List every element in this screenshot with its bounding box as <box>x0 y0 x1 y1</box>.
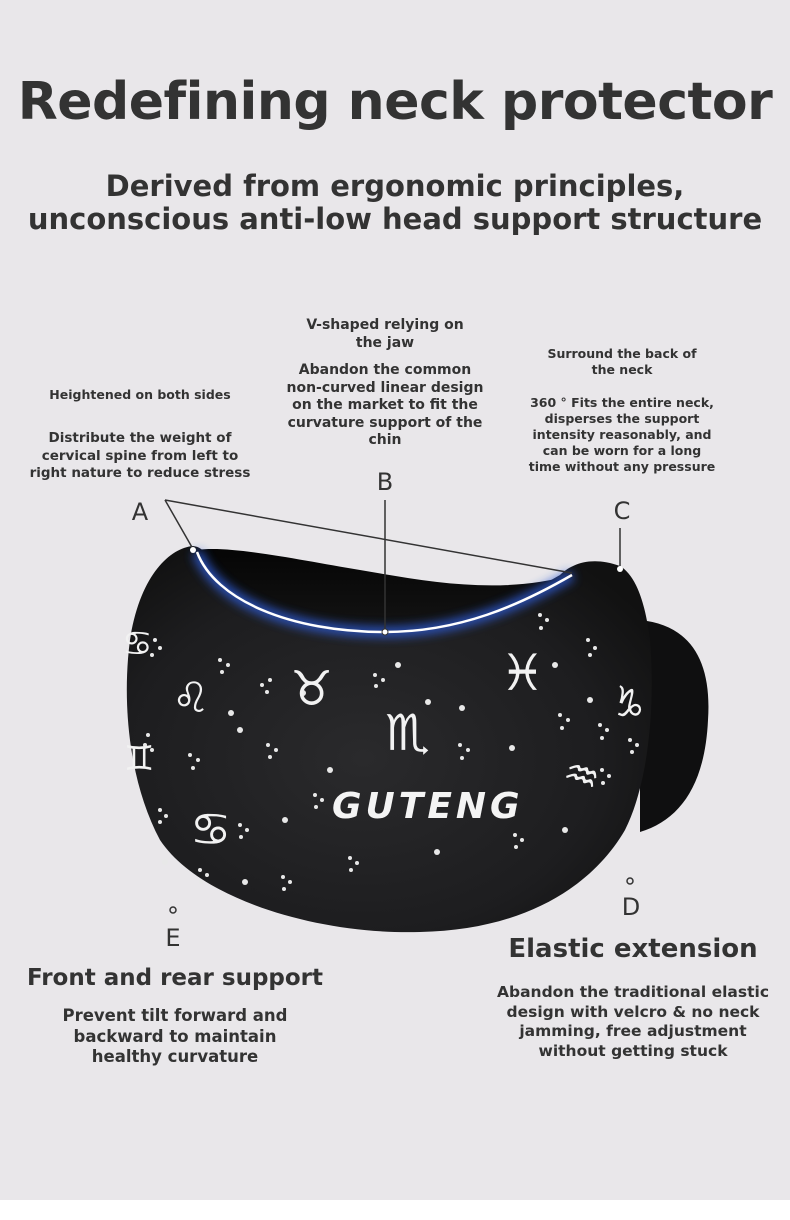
callout-e-letter: E <box>165 924 181 952</box>
rhinestone-dots <box>143 613 639 891</box>
callout-a: Heightened on both sides Distribute the … <box>20 386 260 483</box>
subtitle-line-1: Derived from ergonomic principles, <box>105 169 685 203</box>
callout-c-body: 360 ° Fits the entire neck, disperses th… <box>528 395 716 474</box>
brand-logo: GUTENG <box>332 786 524 827</box>
elastic-strap <box>640 620 709 832</box>
callout-d-body: Abandon the traditional elastic design w… <box>496 983 770 1060</box>
zodiac-cancer-icon: ♋ <box>190 802 231 856</box>
callout-a-body: Distribute the weight of cervical spine … <box>29 430 251 481</box>
callout-c: Surround the back of the neck 360 ° Fits… <box>522 346 722 475</box>
zodiac-scorpio-icon: ♏ <box>385 704 430 762</box>
zodiac-cancer-edge-icon: ♋ <box>122 624 152 664</box>
callout-d-letter: D <box>621 893 641 921</box>
page-subtitle: Derived from ergonomic principles, uncon… <box>0 170 790 236</box>
callout-c-heading: Surround the back of the neck <box>547 346 697 377</box>
page-title: Redefining neck protector <box>17 72 773 132</box>
callout-b-body: Abandon the common non-curved linear des… <box>286 362 484 448</box>
zodiac-pisces-icon: ♓ <box>500 644 545 702</box>
callout-e-title: Front and rear support <box>26 965 324 991</box>
callout-b: V-shaped relying on the jaw Abandon the … <box>270 316 500 450</box>
subtitle-line-2: unconscious anti-low head support struct… <box>27 202 763 236</box>
zodiac-gemini-icon: ♊ <box>124 739 154 779</box>
callout-d-title: Elastic extension <box>508 934 758 964</box>
callout-b-letter: B <box>376 468 394 496</box>
callout-a-letter: A <box>131 498 149 526</box>
callout-a-heading: Heightened on both sides <box>49 387 231 402</box>
callout-e-body: Prevent tilt forward and backward to mai… <box>62 1006 288 1066</box>
callout-b-heading: V-shaped relying on the jaw <box>306 317 464 351</box>
zodiac-taurus-icon: ♉ <box>290 661 333 717</box>
callout-e: Front and rear support Prevent tilt forw… <box>10 962 340 1068</box>
zodiac-leo-icon: ♌ <box>172 673 210 722</box>
pillow-body <box>126 546 652 933</box>
callout-c-letter: C <box>613 497 631 525</box>
callout-d: Elastic extension Abandon the traditiona… <box>478 931 788 1061</box>
